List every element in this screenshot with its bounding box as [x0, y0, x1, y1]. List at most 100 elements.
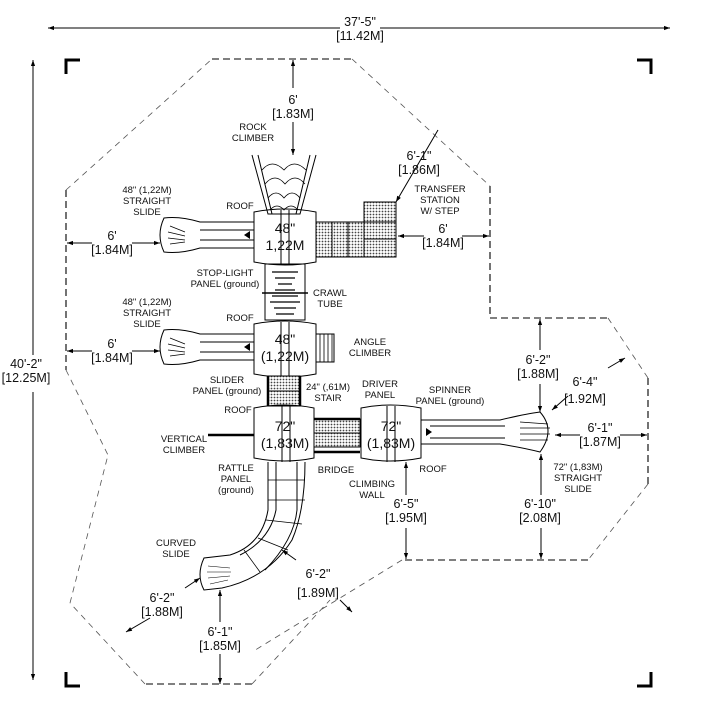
dim-slide3-bottom: 6'-10" [2.08M] — [519, 454, 561, 559]
dim-top: 6' [1.83M] — [272, 60, 314, 155]
dim-slide3-right-metric: [1.87M] — [579, 435, 621, 449]
dim-transfer-diag-imperial: 6'-1" — [407, 149, 432, 163]
label-slide1-1: 48" (1,22M) — [122, 185, 171, 196]
curved-slide: CURVED SLIDE — [156, 461, 306, 591]
dim-slide3-top: 6'-2" [1.88M] — [517, 319, 559, 412]
dim-slide3-diag-imperial: 6'-4" — [573, 375, 598, 389]
straight-slide-1: 48" (1,22M) STRAIGHT SLIDE ROOF — [122, 185, 254, 253]
label-stair-2: STAIR — [314, 393, 341, 404]
dim-top-imperial: 6' — [288, 93, 297, 107]
dim-slide1-left: 6' [1.84M] — [67, 229, 160, 257]
deck-3: 72" (1,83M) ROOF — [224, 404, 315, 462]
label-rattle-3: (ground) — [218, 485, 254, 496]
label-slider-1: SLIDER — [210, 375, 244, 386]
dim-transfer-right: 6' [1.84M] — [398, 222, 489, 250]
deck-2-height: 48" — [275, 331, 296, 347]
label-driver-2: PANEL — [365, 390, 395, 401]
rattle-panel: RATTLE PANEL (ground) — [218, 463, 254, 496]
label-crawl-2: TUBE — [317, 299, 342, 310]
bridge: BRIDGE — [313, 417, 361, 476]
overall-height-imperial: 40'-2" — [10, 357, 42, 371]
label-curved-2: SLIDE — [162, 549, 189, 560]
dim-slide3-top-imperial: 6'-2" — [526, 353, 551, 367]
dim-slide2-left: 6' [1.84M] — [67, 337, 160, 365]
label-rock-climber-2: CLIMBER — [232, 133, 274, 144]
dim-slide3-bottom-metric: [2.08M] — [519, 511, 561, 525]
straight-slide-2: 48" (1,22M) STRAIGHT SLIDE ROOF — [122, 297, 254, 365]
label-slider-2: PANEL (ground) — [193, 386, 262, 397]
crawl-tube: STOP-LIGHT PANEL (ground) CRAWL TUBE — [191, 263, 347, 321]
label-slide2-1: 48" (1,22M) — [122, 297, 171, 308]
label-rattle-2: PANEL — [221, 474, 251, 485]
dim-transfer-right-imperial: 6' — [438, 222, 447, 236]
dim-curved-left: 6'-2" [1.88M] — [125, 577, 201, 633]
dim-curved-left-imperial: 6'-2" — [150, 591, 175, 605]
label-stair-1: 24" (,61M) — [306, 382, 350, 393]
label-slide1-3: SLIDE — [133, 207, 160, 218]
label-crawl-1: CRAWL — [313, 288, 347, 299]
dim-curved-bottom-metric: [1.85M] — [199, 639, 241, 653]
label-slide3-3: SLIDE — [564, 484, 591, 495]
dim-deck4-metric: [1.95M] — [385, 511, 427, 525]
deck-3-height: 72" — [275, 418, 296, 434]
dim-curved-right: 6'-2" [1.89M] — [281, 549, 353, 613]
dim-curved-right-metric: [1.89M] — [297, 586, 339, 600]
angle-climber: ANGLE CLIMBER — [315, 333, 391, 363]
use-zone-boundary — [65, 58, 649, 685]
overall-width-dimension: 37'-5" [11.42M] — [48, 15, 670, 43]
dim-transfer-diag: 6'-1" [1.86M] — [395, 129, 440, 203]
label-rattle-1: RATTLE — [218, 463, 254, 474]
overall-width-imperial: 37'-5" — [344, 15, 376, 29]
label-climbing-wall-1: CLIMBING — [349, 479, 395, 490]
label-stoplight-1: STOP-LIGHT — [197, 268, 254, 279]
dim-curved-left-metric: [1.88M] — [141, 605, 183, 619]
label-angle-2: CLIMBER — [349, 348, 391, 359]
dim-slide3-diag-metric: [1.92M] — [564, 392, 606, 406]
dim-slide2-imperial: 6' — [107, 337, 116, 351]
label-transfer-1: TRANSFER — [414, 184, 465, 195]
deck-2: 48" (1,22M) — [253, 320, 317, 378]
dim-deck4-bottom: 6'-5" [1.95M] — [385, 462, 427, 559]
label-spinner-2: PANEL (ground) — [416, 396, 485, 407]
label-rock-climber-1: ROCK — [239, 122, 267, 133]
rock-climber: ROCK CLIMBER — [232, 122, 317, 215]
corner-marks — [64, 58, 653, 688]
dim-slide3-bottom-imperial: 6'-10" — [524, 497, 556, 511]
deck-4-height: 72" — [381, 418, 402, 434]
label-slide3-2: STRAIGHT — [554, 473, 602, 484]
label-angle-1: ANGLE — [354, 337, 386, 348]
label-vertical-1: VERTICAL — [161, 434, 207, 445]
stair: SLIDER PANEL (ground) 24" (,61M) STAIR — [193, 375, 350, 407]
dim-curved-bottom-imperial: 6'-1" — [208, 625, 233, 639]
overall-height-dimension: 40'-2" [12.25M] — [2, 60, 50, 680]
deck-3-height-metric: (1,83M) — [261, 435, 309, 451]
label-slide1-2: STRAIGHT — [123, 196, 171, 207]
deck-1-height: 48" — [275, 220, 296, 236]
label-transfer-3: W/ STEP — [420, 206, 459, 217]
straight-slide-3: 72" (1,83M) STRAIGHT SLIDE — [421, 411, 603, 495]
dim-slide1-metric: [1.84M] — [91, 243, 133, 257]
vertical-climber: VERTICAL CLIMBER — [161, 433, 254, 456]
dim-transfer-diag-metric: [1.86M] — [398, 163, 440, 177]
dim-slide3-top-metric: [1.88M] — [517, 367, 559, 381]
label-transfer-2: STATION — [420, 195, 460, 206]
label-roof-1: ROOF — [226, 201, 254, 212]
label-curved-1: CURVED — [156, 538, 196, 549]
dim-slide3-diag: 6'-4" [1.92M] — [551, 357, 626, 411]
label-slide2-2: STRAIGHT — [123, 308, 171, 319]
overall-width-metric: [11.42M] — [336, 29, 384, 43]
deck-2-height-metric: (1,22M) — [261, 348, 309, 364]
label-slide3-1: 72" (1,83M) — [553, 462, 602, 473]
label-climbing-wall-2: WALL — [359, 490, 385, 501]
transfer-station: TRANSFER STATION W/ STEP — [315, 184, 466, 258]
deck-1-height-metric: 1,22M — [266, 237, 305, 253]
label-vertical-2: CLIMBER — [163, 445, 205, 456]
dim-slide2-metric: [1.84M] — [91, 351, 133, 365]
dim-curved-bottom: 6'-1" [1.85M] — [199, 590, 241, 684]
label-roof-2: ROOF — [226, 313, 254, 324]
dim-deck4-imperial: 6'-5" — [394, 497, 419, 511]
dim-slide1-imperial: 6' — [107, 229, 116, 243]
label-spinner-1: SPINNER — [429, 385, 471, 396]
